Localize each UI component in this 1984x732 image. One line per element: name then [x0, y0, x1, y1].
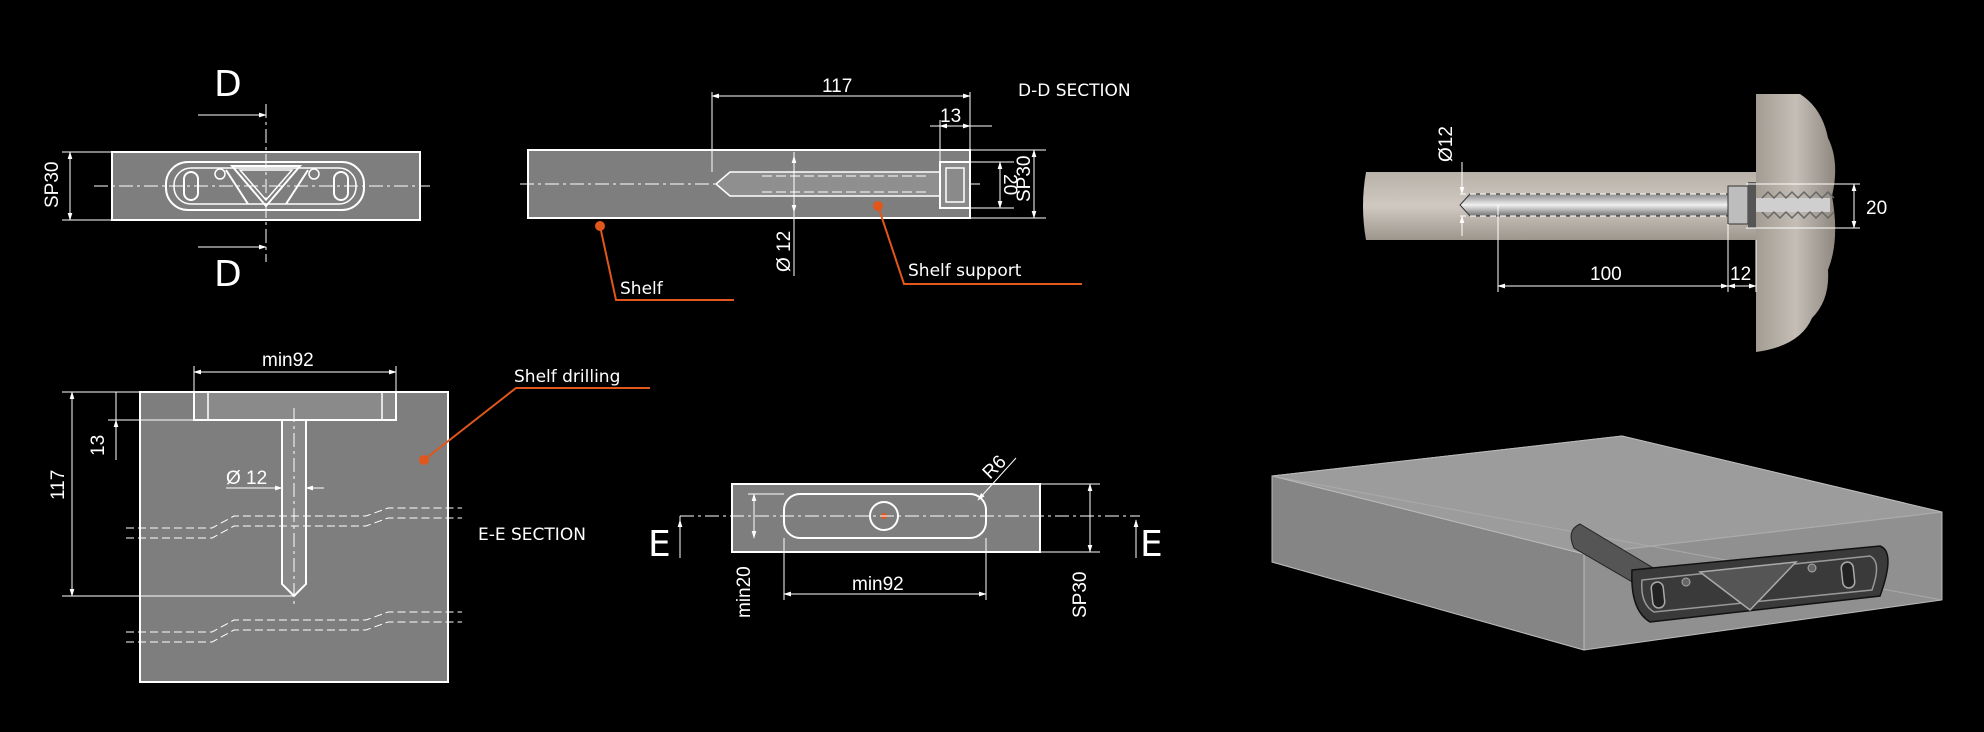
shelf-callout: Shelf	[620, 279, 664, 299]
e-label-left: E	[648, 524, 671, 565]
sp30-dim-b: SP30	[1014, 156, 1035, 202]
dia12-b: Ø 12	[226, 468, 267, 489]
e-label-right: E	[1140, 524, 1163, 565]
wood-installation-view: Ø12 20 100 12	[1363, 94, 1887, 352]
dim-20-a: 20	[999, 174, 1020, 195]
dd-section-view: 117 13 D-D SECTION 20 SP30 Ø 12 Shelf Sh…	[520, 76, 1131, 301]
ee-section-title: E-E SECTION	[478, 525, 586, 545]
dim-12-photo: 12	[1730, 264, 1751, 285]
dim-100: 100	[1590, 264, 1622, 285]
r6-label: R6	[979, 452, 1011, 484]
shelf-support-callout: Shelf support	[908, 261, 1022, 281]
sp30-dim-a: SP30	[42, 162, 63, 208]
dd-section-title: D-D SECTION	[1018, 81, 1131, 101]
min92-b: min92	[852, 574, 904, 595]
dim-13-top: 13	[940, 106, 961, 127]
min92-a: min92	[262, 350, 314, 371]
d-label-bottom: D	[214, 254, 242, 295]
sp30-dim-c: SP30	[1070, 572, 1091, 618]
dim-117-top: 117	[822, 76, 852, 97]
dim-13-left: 13	[88, 435, 109, 456]
shelf-drilling-callout: Shelf drilling	[514, 367, 620, 387]
isometric-view	[1271, 435, 1943, 651]
d-label-top: D	[214, 64, 242, 105]
dim-117-left: 117	[48, 470, 69, 500]
front-view-d: D D SP30	[42, 64, 430, 295]
dia12-photo: Ø12	[1436, 126, 1457, 162]
dim-20-photo: 20	[1866, 198, 1887, 219]
min20-label: min20	[734, 566, 755, 618]
ee-section-view: min92 13 117 Ø 12 Shelf drilling E-E SEC…	[48, 350, 650, 683]
dia12-a: Ø 12	[774, 231, 795, 272]
top-view-e: E E R6 min92 min20 SP30	[648, 452, 1163, 618]
